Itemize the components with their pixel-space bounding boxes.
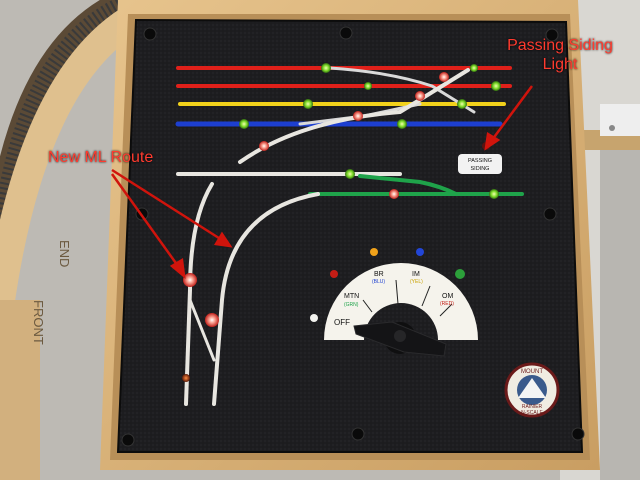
control-panel [116,18,584,453]
track-leds [182,63,501,382]
frame-text-front: FRONT [31,300,46,345]
led-green [303,99,313,109]
pos-im: IM [412,271,420,278]
panel-screws [121,26,585,447]
passing-siding-annotation: Passing Siding Light [500,36,620,74]
indicator-led-green [455,269,465,279]
svg-text:(RED): (RED) [440,301,454,307]
led-red [353,111,363,121]
mount-rainier-logo: MOUNT RAINIER N-SCALE [504,362,560,418]
led-green [457,99,467,109]
led-green [364,82,372,90]
svg-text:SIDING: SIDING [471,166,490,172]
svg-text:(GRN): (GRN) [344,302,359,308]
indicator-led-amber [370,248,378,256]
indicator-led-blue [416,248,424,256]
svg-text:RAINIER: RAINIER [522,404,543,410]
svg-text:(BLU): (BLU) [372,279,385,285]
led-dim [182,374,190,382]
pos-off: OFF [334,318,350,327]
svg-text:(YEL): (YEL) [410,279,423,285]
svg-text:N-SCALE: N-SCALE [521,410,543,416]
svg-text:MOUNT: MOUNT [521,369,543,375]
pos-mtn: MTN [344,293,359,300]
led-red [259,141,269,151]
led-green [470,64,478,72]
passing-siding-plate: PASSING SIDING [458,154,502,174]
annotation-line-1: Passing Siding [507,37,613,54]
annotation-line-2: Light [542,56,578,73]
led-red [205,313,219,327]
led-green [491,81,501,91]
led-red [439,72,449,82]
annotation-arrows [110,85,534,279]
led-red [415,91,425,101]
pos-br: BR [374,271,384,278]
led-green [397,119,407,129]
led-green [321,63,331,73]
indicator-led-off [310,314,318,322]
indicator-led-red [330,270,338,278]
selector-knob[interactable] [353,321,447,357]
led-green [345,169,355,179]
pos-om: OM [442,293,453,300]
new-ml-route-annotation: New ML Route [48,149,154,166]
led-red [389,189,399,199]
selector-dial-plate [324,263,478,340]
frame-text-end: END [57,240,72,267]
svg-text:PASSING: PASSING [468,158,492,164]
led-green [239,119,249,129]
led-green [489,189,499,199]
track-diagram [175,66,524,406]
led-red [183,273,197,287]
metal-bracket [600,104,640,136]
rotary-selector[interactable]: OFF MTN (GRN) BR (BLU) IM (YEL) OM (RED) [310,248,478,357]
